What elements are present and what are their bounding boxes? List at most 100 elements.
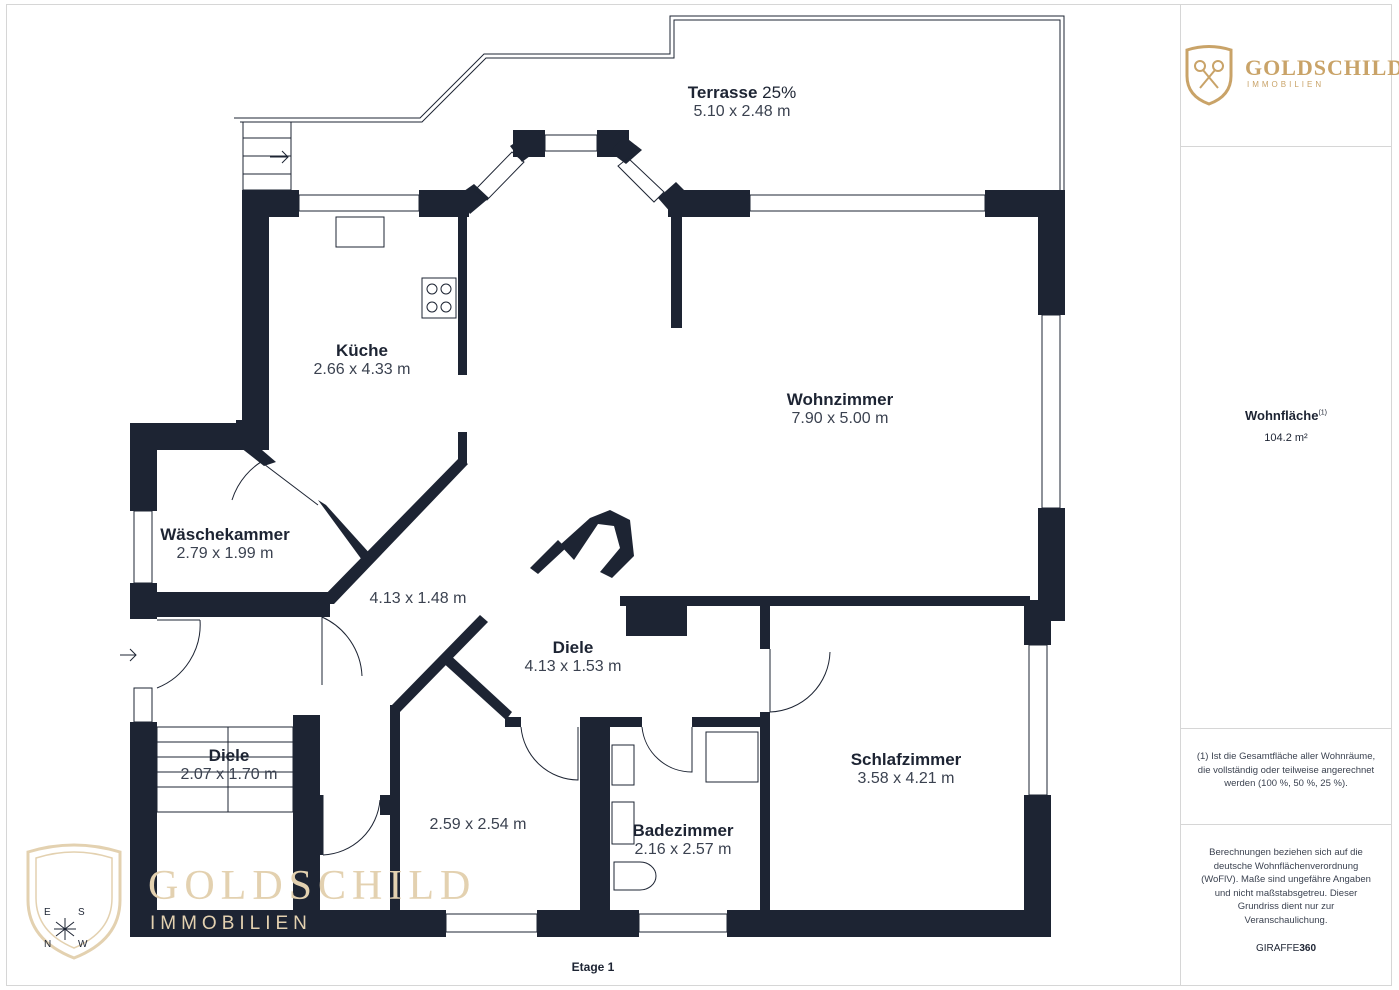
disclaimer-text: Berechnungen beziehen sich auf die deuts…: [1201, 847, 1371, 926]
room-name: Diele: [553, 638, 594, 657]
compass-n: N: [44, 939, 51, 950]
room-dims: 3.58 x 4.21 m: [858, 770, 955, 787]
wall: [671, 210, 682, 328]
room-label-flur: 4.13 x 1.48 m: [370, 590, 467, 607]
room-share: 25%: [757, 83, 796, 102]
wall: [392, 615, 488, 712]
wall: [1024, 600, 1051, 645]
logo-subtext: IMMOBILIEN: [1247, 80, 1325, 89]
room-dims: 7.90 x 5.00 m: [792, 410, 889, 427]
giraffe-brand: GIRAFFE360: [1180, 943, 1392, 954]
door-swing: [641, 726, 693, 773]
room-dims: 2.07 x 1.70 m: [181, 766, 278, 783]
door-swing: [322, 795, 381, 856]
wall: [580, 717, 642, 727]
terrace-outline: [234, 15, 1065, 190]
room-label-terrasse: Terrasse 25%5.10 x 2.48 m: [688, 83, 796, 120]
wall: [380, 795, 390, 815]
arrow-head: [129, 648, 137, 662]
compass-e: E: [44, 907, 51, 918]
area-label: Wohnfläche(1): [1180, 408, 1392, 423]
room-name: Schlafzimmer: [851, 750, 962, 769]
sidebar-divider: [1181, 146, 1392, 147]
window: [544, 134, 598, 152]
door-swing: [520, 726, 579, 781]
room-name: Wäschekammer: [160, 525, 290, 544]
stairs: [156, 726, 294, 813]
logo-text: GOLDSCHILD: [1245, 55, 1399, 80]
wall: [242, 190, 269, 450]
door-swing: [769, 649, 831, 713]
room-name: Wohnzimmer: [787, 390, 894, 409]
shower: [705, 731, 759, 783]
wall: [130, 423, 157, 511]
arrow-head: [281, 150, 289, 164]
window: [445, 913, 538, 933]
floor-label: Etage 1: [571, 960, 615, 974]
compass-icon: [54, 918, 76, 940]
burner: [426, 301, 438, 313]
area-label-text: Wohnfläche: [1245, 408, 1319, 423]
sidebar: [1180, 4, 1392, 986]
sidebar-divider: [1181, 728, 1392, 729]
outlines: [120, 15, 1065, 933]
walls: [130, 130, 1065, 937]
wall: [1024, 795, 1051, 937]
wall: [510, 134, 538, 162]
burner: [440, 301, 452, 313]
room-dims: 2.79 x 1.99 m: [177, 545, 274, 562]
window: [749, 194, 986, 212]
wall: [1038, 190, 1065, 315]
wall: [626, 596, 687, 636]
wall: [610, 136, 642, 164]
room-label-zimmer: 2.59 x 2.54 m: [430, 816, 527, 833]
area-footnote: (1): [1318, 409, 1327, 417]
window: [298, 194, 420, 212]
logo-shield-icon: [1185, 45, 1233, 106]
wall: [560, 510, 634, 578]
burner: [440, 283, 452, 295]
wall: [457, 184, 489, 214]
watermark-subtext: IMMOBILIEN: [150, 913, 312, 934]
brand-prefix: GIRAFFE: [1255, 943, 1300, 954]
wall: [440, 653, 512, 720]
page-frame: [6, 4, 1392, 986]
bath-sink: [611, 801, 635, 845]
wall: [530, 540, 566, 574]
wall: [458, 432, 467, 464]
door-swing: [321, 616, 363, 685]
wall: [620, 596, 1030, 606]
shield-icon-inner: [35, 851, 113, 949]
window: [133, 510, 153, 584]
window: [638, 913, 728, 933]
room-dims: 2.16 x 2.57 m: [635, 841, 732, 858]
room-dims: 4.13 x 1.53 m: [525, 658, 622, 675]
room-name: Terrasse 25%: [688, 83, 796, 102]
bath-sink: [611, 744, 635, 786]
door-swing: [156, 619, 201, 689]
watermark: [26, 843, 122, 960]
room-name: Diele: [209, 746, 250, 765]
wall: [505, 717, 521, 727]
wall: [390, 705, 400, 937]
room-dims: 5.10 x 2.48 m: [694, 103, 791, 120]
wall: [727, 910, 1050, 937]
shield-icon: [26, 843, 122, 960]
terrace-railing: [240, 19, 1061, 190]
wall: [760, 712, 770, 937]
compass-s: S: [78, 907, 85, 918]
door-swing: [231, 451, 319, 506]
wall: [318, 500, 372, 560]
area-value: 104.2 m²: [1264, 432, 1308, 444]
window: [133, 687, 153, 723]
wall: [458, 217, 467, 375]
toilet: [613, 861, 657, 891]
window: [1041, 314, 1061, 509]
